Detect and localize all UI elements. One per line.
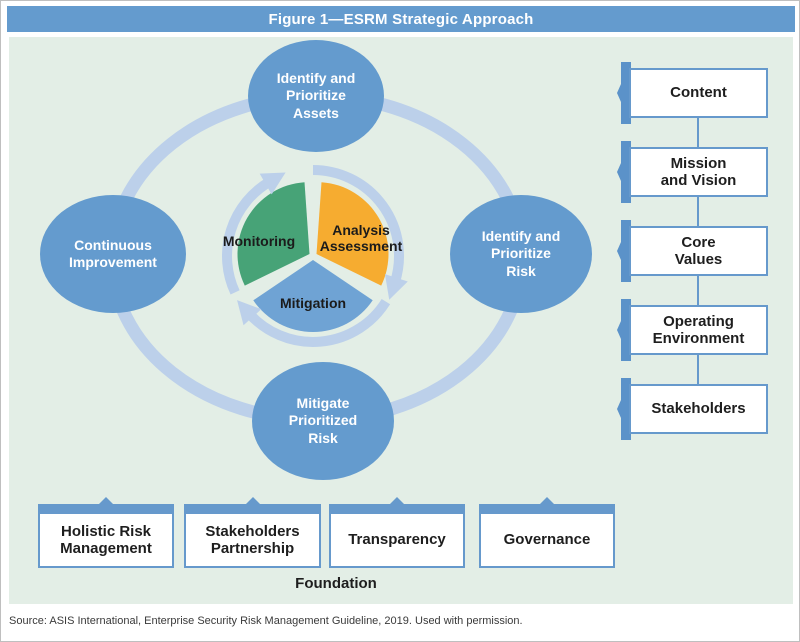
pointer-up-icon — [388, 497, 406, 506]
ribbon-tab-icon — [617, 299, 631, 361]
arrowhead-top-icon — [259, 172, 286, 195]
foundation-box-governance: Governance — [479, 497, 615, 568]
pie-slice-mitigation — [253, 260, 373, 333]
box-top-bar — [39, 505, 173, 514]
pointer-up-icon — [97, 497, 115, 506]
ribbon-tab-icon — [617, 220, 631, 282]
pointer-up-icon — [538, 497, 556, 506]
foundation-box-stakeholders-partnership: Stakeholders Partnership — [184, 497, 321, 568]
cycle-node-continuous-improvement: Continuous Improvement — [40, 195, 186, 313]
pointer-up-icon — [243, 497, 262, 506]
pie-label-analysis-assessment: Analysis Assessment — [319, 221, 403, 254]
rotation-arc-right — [312, 165, 404, 285]
arrowhead-bottom-left-icon — [237, 300, 262, 326]
source-attribution: Source: ASIS International, Enterprise S… — [9, 615, 523, 627]
cycle-node-identify-prioritize-risk: Identify and Prioritize Risk — [450, 195, 592, 313]
foundation-box-label: Stakeholders Partnership — [205, 522, 300, 557]
rotation-arrowheads — [237, 172, 408, 326]
foundation-box-transparency: Transparency — [329, 497, 465, 568]
foundation-label: Foundation — [295, 575, 377, 592]
chain-connector — [697, 197, 699, 226]
foundation-box-label: Governance — [503, 531, 591, 549]
chain-connector — [697, 355, 699, 384]
chain-connector — [697, 118, 699, 147]
diagram-panel: Identify and Prioritize Assets Identify … — [9, 37, 793, 604]
pie-label-mitigation: Mitigation — [279, 294, 347, 311]
chain-connector — [697, 276, 699, 305]
ribbon-tab-icon — [617, 378, 631, 440]
foundation-box-holistic-risk-management: Holistic Risk Management — [38, 497, 174, 568]
chain-box-operating-environment: Operating Environment — [629, 305, 768, 355]
rotation-arc-bottom — [245, 298, 391, 347]
chain-box-content: Content — [629, 68, 768, 118]
chain-box-core-values: Core Values — [629, 226, 768, 276]
arrowhead-bottom-right-icon — [384, 274, 408, 300]
box-top-bar — [480, 505, 614, 514]
cycle-node-mitigate-prioritized-risk: Mitigate Prioritized Risk — [252, 362, 394, 480]
box-top-bar — [330, 505, 464, 514]
box-top-bar — [185, 505, 320, 514]
ribbon-tab-icon — [617, 141, 631, 203]
cycle-node-identify-prioritize-assets: Identify and Prioritize Assets — [248, 40, 384, 152]
chain-box-mission-and-vision: Mission and Vision — [629, 147, 768, 197]
figure-title: Figure 1—ESRM Strategic Approach — [268, 10, 534, 28]
figure-title-bar: Figure 1—ESRM Strategic Approach — [7, 6, 795, 32]
pie-slice-analysis-assessment — [316, 182, 389, 286]
rotation-arc-left — [222, 177, 273, 295]
pie-slice-monitoring — [237, 182, 310, 286]
chain-box-stakeholders: Stakeholders — [629, 384, 768, 434]
foundation-box-label: Transparency — [348, 531, 446, 549]
ribbon-tab-icon — [617, 62, 631, 124]
pie-label-monitoring: Monitoring — [222, 232, 296, 249]
foundation-box-label: Holistic Risk Management — [60, 522, 152, 557]
cycle-rotation-arrows — [222, 165, 404, 347]
